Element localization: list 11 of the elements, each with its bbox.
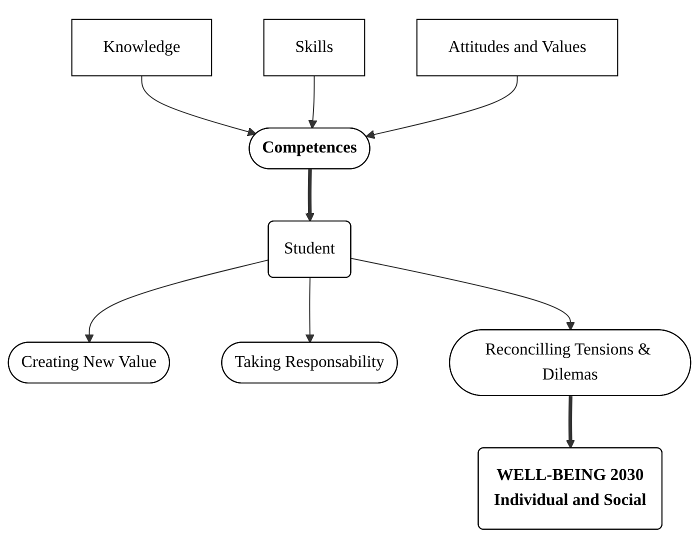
node-box: Attitudes and Values — [416, 18, 618, 76]
arrow — [84, 259, 269, 343]
node-box: Skills — [263, 18, 366, 76]
arrow — [308, 75, 318, 129]
arrow — [566, 396, 576, 448]
arrow — [305, 168, 314, 222]
node-box: Knowledge — [71, 18, 212, 76]
arrow — [305, 278, 315, 343]
arrow — [351, 258, 576, 330]
arrow — [366, 75, 518, 139]
arrow — [141, 75, 257, 136]
